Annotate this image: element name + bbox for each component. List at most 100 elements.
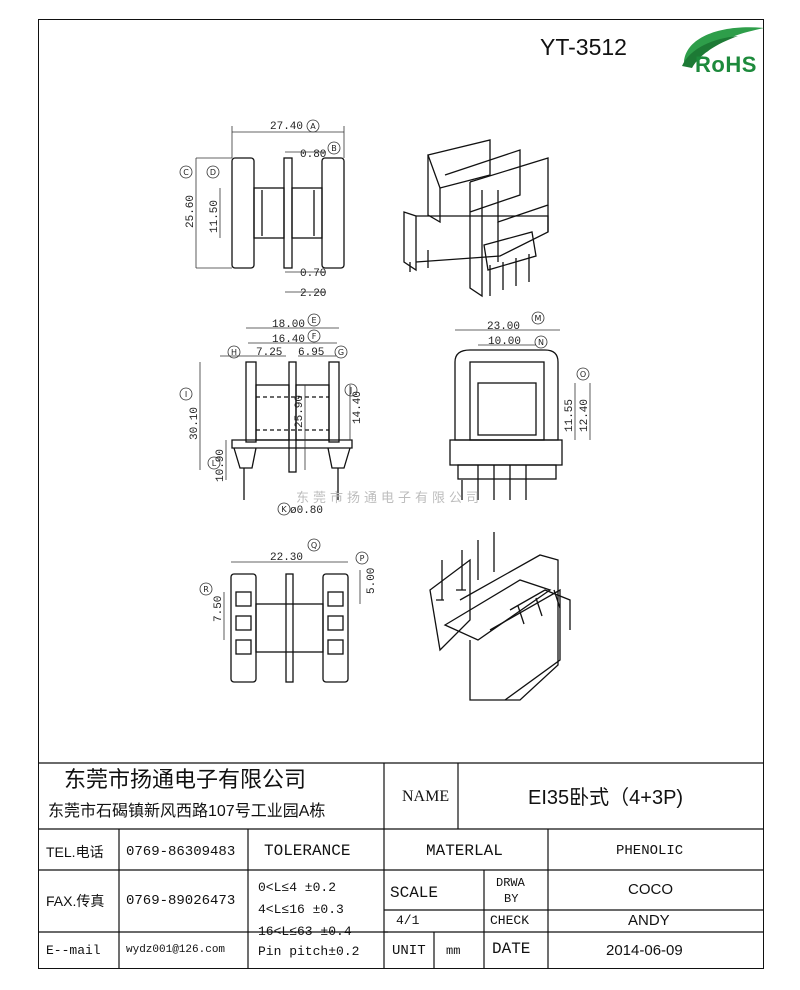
mark-m: M [531, 311, 545, 325]
mark-e: E [307, 313, 321, 327]
mark-h: H [227, 345, 241, 359]
dim-a-label: 27.40 [270, 121, 303, 133]
svg-text:M: M [535, 314, 542, 323]
svg-text:Q: Q [311, 541, 317, 550]
drawing-frame [38, 19, 764, 969]
svg-text:E: E [311, 316, 316, 325]
mark-d: D [206, 165, 220, 179]
dim-m-label: 23.00 [487, 321, 520, 333]
dim-o1-label: 11.55 [564, 399, 576, 432]
material-value: PHENOLIC [616, 843, 684, 859]
mark-b: B [327, 141, 341, 155]
tolerance-row-4: Pin pitch±0.2 [258, 944, 360, 959]
dim-pin-label: ø0.80 [290, 505, 323, 517]
dim-q-label: 5.00 [366, 568, 378, 594]
company-name: 东莞市扬通电子有限公司 [64, 767, 307, 792]
svg-text:I: I [185, 390, 187, 399]
dim-e-label: 0.70 [300, 268, 326, 280]
dim-o2-label: 12.40 [579, 399, 591, 432]
dim-f-label: 2.20 [300, 288, 326, 300]
bottom-view [230, 573, 349, 683]
tel-label: TEL.电话 [46, 844, 104, 860]
dim-h2-label: 6.95 [298, 347, 324, 359]
watermark-text: 东莞市扬通电子有限公司 [296, 491, 484, 506]
svg-text:P: P [360, 554, 365, 563]
tolerance-row-3: 16<L≤63 ±0.4 [258, 924, 352, 939]
svg-text:N: N [538, 338, 544, 347]
fax-value: 0769-89026473 [126, 893, 236, 909]
mark-i: I [179, 387, 193, 401]
scale-label: SCALE [390, 884, 439, 902]
svg-text:B: B [331, 144, 337, 153]
svg-text:G: G [338, 348, 344, 357]
svg-text:H: H [231, 348, 237, 357]
scale-value: 4/1 [396, 913, 420, 928]
rohs-logo-text: RoHS [695, 52, 757, 77]
dim-k-label: 14.40 [352, 391, 364, 424]
svg-text:O: O [580, 370, 586, 379]
part-name-value: EI35卧式（4+3P) [528, 787, 684, 809]
tolerance-row-1: 0<L≤4 ±0.2 [258, 880, 337, 895]
svg-text:D: D [210, 168, 216, 177]
model-number: YT-3512 [540, 34, 627, 60]
dim-r-label: 7.50 [213, 596, 225, 622]
material-label: MATERLAL [426, 842, 503, 860]
unit-value: mm [446, 944, 461, 958]
email-label: E--mail [46, 943, 101, 958]
email-value: wydz001@126.com [126, 944, 226, 956]
date-label: DATE [492, 940, 531, 958]
mark-g: G [334, 345, 348, 359]
side-view [449, 349, 563, 500]
top-view [231, 157, 345, 269]
tolerance-label: TOLERANCE [264, 842, 351, 860]
dim-c-label: 25.60 [185, 195, 197, 228]
mark-r: R [199, 582, 213, 596]
title-block-grid [38, 762, 764, 969]
svg-text:F: F [312, 332, 317, 341]
tolerance-row-2: 4<L≤16 ±0.3 [258, 902, 344, 917]
check-label: CHECK [490, 913, 530, 928]
svg-text:R: R [203, 585, 209, 594]
drawn-by-label-2: BY [504, 892, 519, 906]
mark-p: P [355, 551, 369, 565]
iso-view-bottom [429, 532, 571, 701]
unit-label: UNIT [392, 943, 426, 959]
mark-k: K [277, 502, 291, 516]
mark-j: J [344, 383, 358, 397]
svg-text:A: A [310, 122, 316, 131]
mark-c: C [179, 165, 193, 179]
dim-g1-label: 18.00 [272, 319, 305, 331]
svg-text:K: K [281, 505, 287, 514]
dim-j-label: 25.90 [294, 395, 306, 428]
rohs-leaf-icon [682, 27, 764, 68]
front-view [231, 361, 353, 500]
drawn-by-value: COCO [628, 881, 673, 898]
svg-text:L: L [212, 459, 217, 468]
dim-g2-label: 16.40 [272, 334, 305, 346]
dim-i-label: 30.10 [189, 407, 201, 440]
date-value: 2014-06-09 [606, 942, 683, 959]
dim-l-label: 10.90 [215, 449, 227, 482]
mark-o: O [576, 367, 590, 381]
svg-text:J: J [349, 386, 352, 395]
check-value: ANDY [628, 912, 670, 929]
mark-n: N [534, 335, 548, 349]
company-address: 东莞市石碣镇新风西路107号工业园A栋 [48, 803, 326, 820]
dim-h1-label: 7.25 [256, 347, 282, 359]
dim-n-label: 10.00 [488, 336, 521, 348]
mark-q: Q [307, 538, 321, 552]
mark-f: F [307, 329, 321, 343]
dim-d-label: 11.50 [209, 200, 221, 233]
fax-label: FAX.传真 [46, 893, 105, 909]
mark-a: A [306, 119, 320, 133]
tel-value: 0769-86309483 [126, 844, 236, 860]
dim-b-label: 0.80 [300, 149, 326, 161]
mark-l: L [207, 456, 221, 470]
drawn-by-label-1: DRWA [496, 876, 525, 890]
dimension-lines [195, 126, 591, 640]
dim-p-label: 22.30 [270, 552, 303, 564]
name-label: NAME [402, 788, 450, 805]
iso-view-top [403, 139, 549, 298]
svg-text:C: C [183, 168, 189, 177]
